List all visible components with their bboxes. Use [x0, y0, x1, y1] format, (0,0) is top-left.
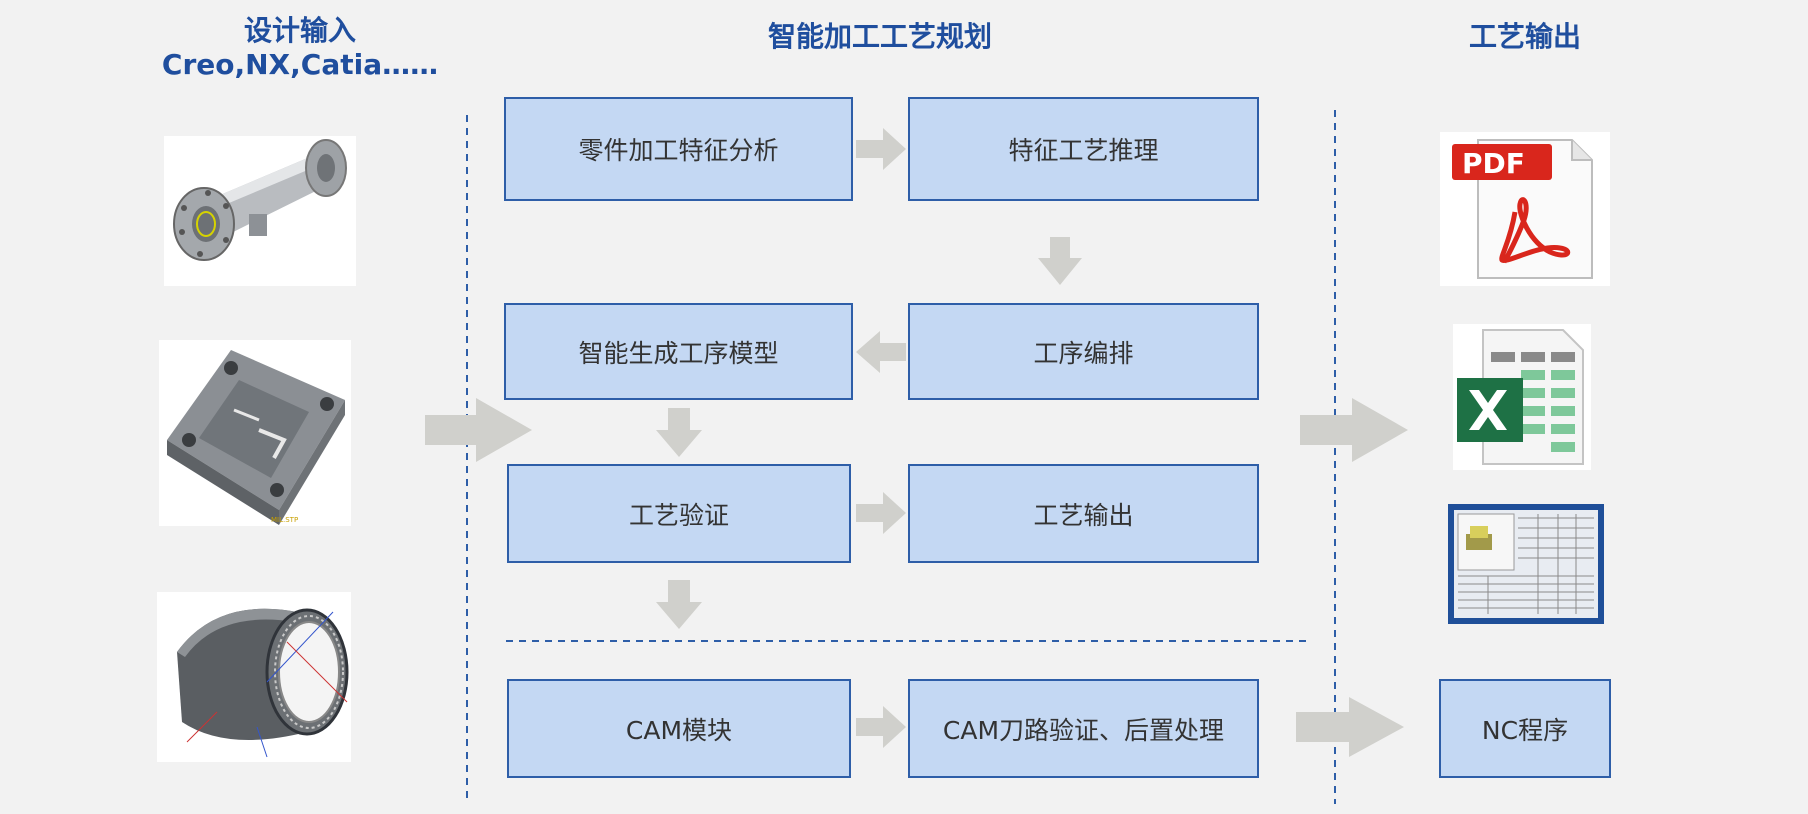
generate-model-box: 智能生成工序模型 — [504, 303, 853, 400]
cam-to-nc-arrow — [1296, 697, 1404, 757]
mold-plate-image: MIL.STP — [159, 340, 351, 526]
input-heading-title: 设计输入 — [243, 14, 356, 47]
excel-file-icon — [1453, 324, 1591, 470]
pdf-file-icon: PDF — [1440, 132, 1610, 286]
planning-heading: 智能加工工艺规划 — [767, 20, 992, 53]
pdf-label: PDF — [1462, 147, 1525, 180]
cam-module-box: CAM模块 — [507, 679, 851, 778]
nc-program-box: NC程序 — [1439, 679, 1611, 778]
feature-analysis-box: 零件加工特征分析 — [504, 97, 853, 201]
input-to-planning-arrow — [425, 398, 532, 462]
sequencing-to-model-arrow — [856, 331, 906, 373]
output-box: 工艺输出 — [908, 464, 1259, 563]
process-reasoning-box: 特征工艺推理 — [908, 97, 1259, 201]
reasoning-to-sequencing-arrow — [1038, 237, 1082, 285]
process-sheet-icon — [1448, 504, 1604, 624]
verification-to-cam-arrow — [656, 580, 702, 629]
input-heading-tools: Creo,NX,Catia…… — [161, 48, 439, 81]
verification-to-output-arrow — [856, 492, 906, 534]
cam-verify-box: CAM刀路验证、后置处理 — [908, 679, 1259, 778]
output-heading: 工艺输出 — [1468, 20, 1581, 53]
verification-box: 工艺验证 — [507, 464, 851, 563]
analysis-to-reasoning-arrow — [856, 128, 906, 170]
casing-part-image — [157, 592, 351, 762]
cam-to-verify-arrow — [856, 706, 906, 748]
sequencing-box: 工序编排 — [908, 303, 1259, 400]
svg-text:MIL.STP: MIL.STP — [271, 516, 298, 524]
model-to-verification-arrow — [656, 408, 702, 457]
planning-to-output-arrow — [1300, 398, 1408, 462]
pipe-part-image — [164, 136, 356, 286]
input-heading: 设计输入 Creo,NX,Catia…… — [150, 14, 450, 82]
